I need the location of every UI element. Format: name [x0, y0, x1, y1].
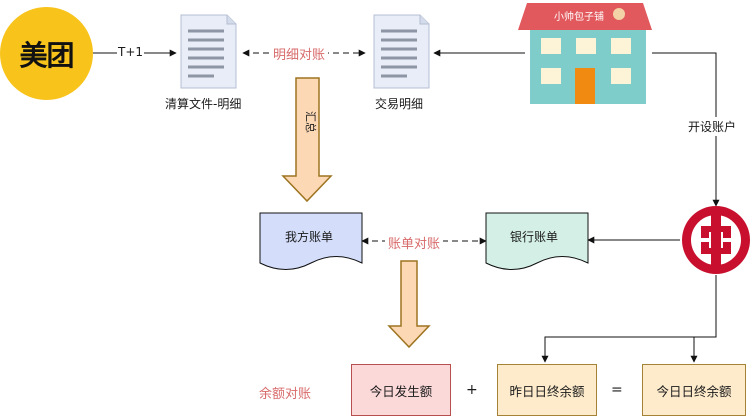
- shop-sign-text: 小帅包子铺: [554, 12, 604, 23]
- statement-reconcile-label: 账单对账: [385, 233, 444, 252]
- plus-sign: +: [466, 382, 478, 398]
- meituan-logo: 美团: [0, 7, 93, 100]
- today-balance-box: 今日日终余额: [642, 364, 746, 416]
- our-statement-label: 我方账单: [285, 230, 334, 244]
- shop-building-icon: [518, 3, 652, 104]
- bank-to-balances-line: [541, 275, 717, 363]
- summary-arrow-label: 汇总: [304, 111, 317, 133]
- detail-reconcile-label: 明细对账: [270, 44, 329, 63]
- balance-reconcile-label: 余额对账: [259, 387, 312, 402]
- yesterday-balance-box: 昨日日终余额: [497, 364, 597, 416]
- t-plus-1-label: T+1: [117, 45, 145, 59]
- our-statement-shape: [259, 212, 363, 270]
- open-account-label: 开设账户: [688, 117, 737, 136]
- bank-statement-label: 银行账单: [510, 230, 559, 244]
- equals-sign: =: [611, 382, 623, 398]
- icbc-bank-logo-icon: [682, 206, 750, 274]
- transaction-detail-label: 交易明细: [375, 97, 424, 111]
- bank-statement-shape: [485, 212, 589, 270]
- transaction-detail-document-icon: [373, 14, 430, 89]
- shop-to-bank-arrow: [652, 52, 720, 207]
- today-amount-box: 今日发生额: [351, 364, 451, 416]
- summary-block-arrow: [281, 77, 333, 203]
- statement-to-balance-block-arrow: [387, 260, 431, 349]
- clearing-file-label: 清算文件-明细: [165, 97, 242, 111]
- clearing-file-document-icon: [180, 14, 237, 89]
